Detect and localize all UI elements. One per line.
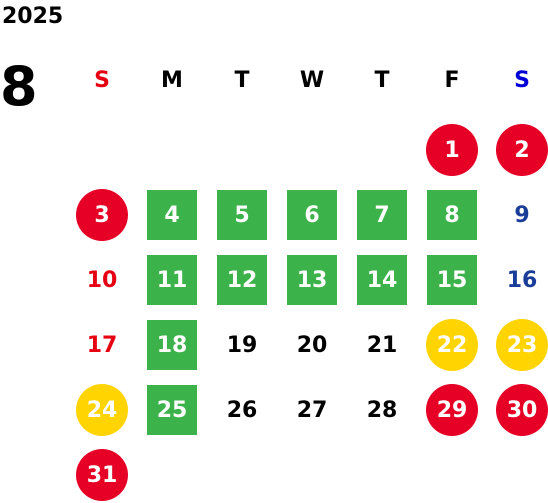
date-cell-27: 27 (296, 397, 328, 423)
date-cell-28: 28 (366, 397, 398, 423)
date-cell-29: 29 (426, 384, 478, 436)
date-cell-5: 5 (217, 190, 267, 240)
weekday-6: S (514, 68, 530, 93)
date-cell-17: 17 (86, 332, 118, 358)
date-cell-24: 24 (76, 384, 128, 436)
date-cell-6: 6 (287, 190, 337, 240)
date-cell-22: 22 (426, 319, 478, 371)
date-cell-16: 16 (506, 267, 538, 293)
weekday-3: W (299, 68, 325, 93)
date-cell-30: 30 (496, 384, 548, 436)
weekday-4: T (374, 68, 390, 93)
weekday-0: S (94, 68, 110, 93)
date-cell-1: 1 (426, 124, 478, 176)
date-cell-14: 14 (357, 255, 407, 305)
weekday-2: T (234, 68, 250, 93)
date-cell-9: 9 (514, 202, 530, 228)
date-cell-3: 3 (76, 189, 128, 241)
date-cell-26: 26 (226, 397, 258, 423)
month-number: 8 (0, 55, 38, 118)
weekday-5: F (444, 68, 460, 93)
date-cell-11: 11 (147, 255, 197, 305)
year-label: 2025 (2, 4, 64, 29)
weekday-1: M (161, 68, 183, 93)
date-cell-18: 18 (147, 320, 197, 370)
date-cell-2: 2 (496, 124, 548, 176)
date-cell-8: 8 (427, 190, 477, 240)
date-cell-20: 20 (296, 332, 328, 358)
date-cell-19: 19 (226, 332, 258, 358)
date-cell-15: 15 (427, 255, 477, 305)
date-cell-12: 12 (217, 255, 267, 305)
date-cell-4: 4 (147, 190, 197, 240)
date-cell-31: 31 (76, 449, 128, 501)
date-cell-13: 13 (287, 255, 337, 305)
date-cell-25: 25 (147, 385, 197, 435)
date-cell-10: 10 (86, 267, 118, 293)
date-cell-23: 23 (496, 319, 548, 371)
date-cell-21: 21 (366, 332, 398, 358)
date-cell-7: 7 (357, 190, 407, 240)
